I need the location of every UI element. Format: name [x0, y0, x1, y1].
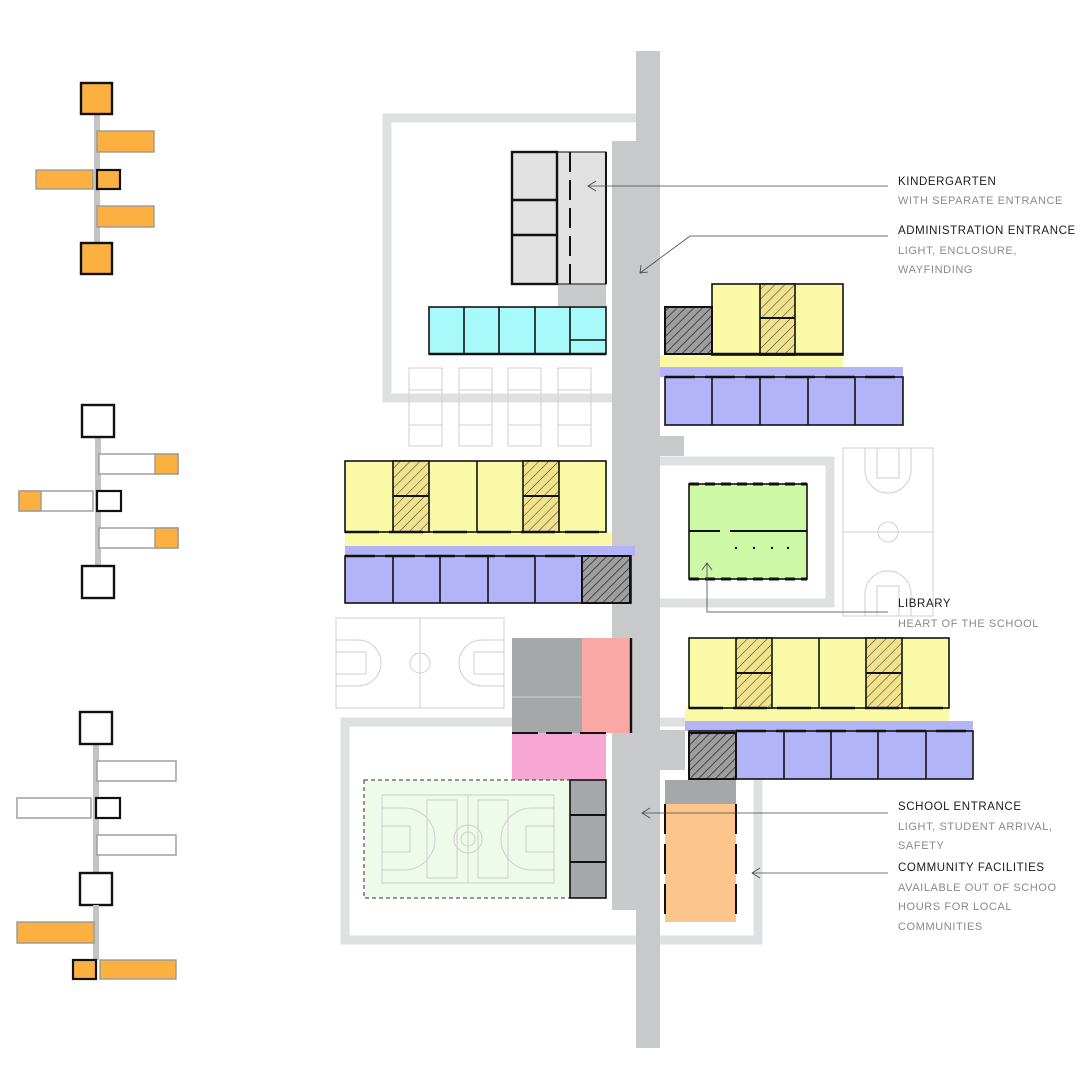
kindergarten-block	[510, 150, 607, 286]
annotation-kindergarten: KINDERGARTEN WITH SEPARATE ENTRANCE	[587, 176, 1063, 207]
kindergarten-classrooms	[428, 306, 607, 356]
annotation-library-title: LIBRARY	[898, 598, 951, 610]
annotation-school-entrance-line-1: LIGHT, STUDENT ARRIVAL,	[898, 821, 1053, 833]
annotation-kindergarten-subtitle: WITH SEPARATE ENTRANCE	[898, 195, 1063, 207]
concept-diagram-1	[35, 81, 155, 276]
annotation-admin-line-1: LIGHT, ENCLOSURE,	[898, 245, 1017, 257]
service-block	[512, 638, 633, 780]
annotation-community-title: COMMUNITY FACILITIES	[898, 862, 1045, 874]
classroom-wing-east	[685, 637, 974, 780]
gymnasium	[363, 779, 607, 899]
annotation-kindergarten-title: KINDERGARTEN	[898, 176, 996, 188]
library-block	[688, 482, 808, 581]
annotation-library-subtitle: HEART OF THE SCHOOL	[898, 618, 1039, 630]
annotation-library: LIBRARY HEART OF THE SCHOOL	[701, 562, 1039, 630]
annotation-school-entrance-title: SCHOOL ENTRANCE	[898, 801, 1022, 813]
classroom-wing-west	[344, 460, 635, 604]
basketball-court-west	[335, 617, 505, 709]
concept-diagram-3	[16, 710, 177, 981]
community-facilities-block	[664, 780, 737, 922]
parking-outlines	[408, 367, 592, 447]
annotation-admin-title: ADMINISTRATION ENTRANCE	[898, 225, 1076, 237]
basketball-court-east	[842, 447, 934, 617]
annotation-community-line-2: HOURS FOR LOCAL	[898, 901, 1012, 913]
administration-wing	[660, 283, 904, 426]
site-plan	[335, 51, 974, 1048]
concept-diagram-2	[18, 403, 179, 600]
annotation-school-entrance: SCHOOL ENTRANCE LIGHT, STUDENT ARRIVAL, …	[641, 801, 1053, 852]
annotation-community-line-3: COMMUNITIES	[898, 921, 983, 933]
annotation-school-entrance-line-2: SAFETY	[898, 840, 944, 852]
annotation-administration-entrance: ADMINISTRATION ENTRANCE LIGHT, ENCLOSURE…	[639, 225, 1076, 276]
annotation-admin-line-2: WAYFINDING	[898, 264, 973, 276]
annotation-community-facilities: COMMUNITY FACILITIES AVAILABLE OUT OF SC…	[751, 862, 1057, 933]
annotation-community-line-1: AVAILABLE OUT OF SCHOO	[898, 882, 1057, 894]
